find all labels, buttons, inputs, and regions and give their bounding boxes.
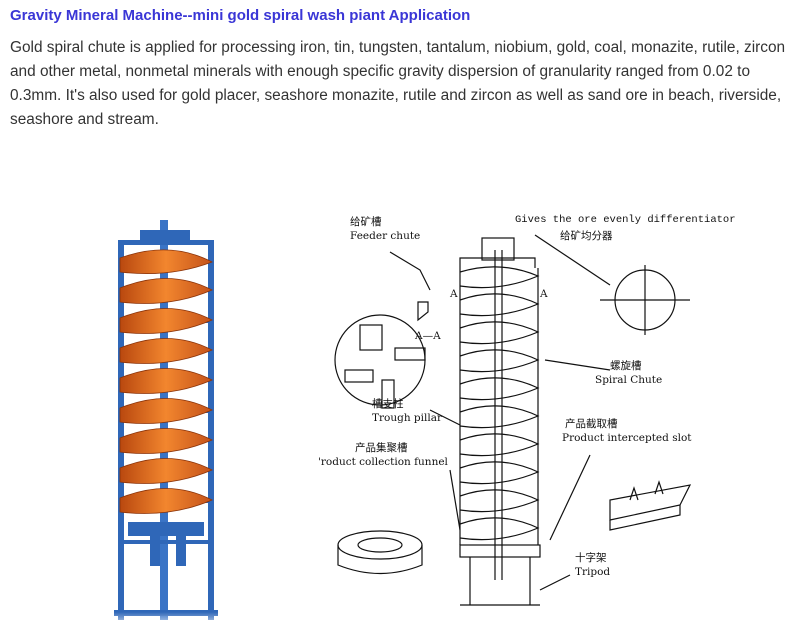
trough-pillar-label-en: Trough pillar <box>372 412 443 424</box>
collection-funnel-label-en: 'roduct collection funnel <box>318 456 448 468</box>
description-paragraph: Gold spiral chute is applied for process… <box>10 39 786 128</box>
diagram-drawing <box>334 234 692 606</box>
spiral-chute-photo <box>100 220 230 630</box>
intercepted-slot-label-en: Product intercepted slot <box>562 432 692 444</box>
intercepted-slot-label-cn: 产品截取槽 <box>565 418 618 430</box>
tripod-label-cn: 十字架 <box>575 552 607 564</box>
spiral-chute-diagram: 给矿槽 Feeder chute Gives the ore evenly di… <box>310 210 736 610</box>
trough-pillar-label-cn: 槽支柱 <box>372 398 404 410</box>
section-aa-label: A—A <box>415 330 441 342</box>
collection-funnel-label-cn: 产品集聚槽 <box>355 442 408 454</box>
differentiator-label-en: Gives the ore evenly differentiator <box>515 214 736 226</box>
a-left-label: A <box>450 288 458 300</box>
tripod-label-en: Tripod <box>575 566 611 578</box>
feeder-chute-label-en: Feeder chute <box>350 230 421 242</box>
spiral-chute-label-cn: 螺旋槽 <box>610 360 642 372</box>
differentiator-label-cn: 给矿均分器 <box>560 230 613 242</box>
feeder-chute-label-cn: 给矿槽 <box>350 216 382 228</box>
spiral-chute-label-en: Spiral Chute <box>595 374 663 386</box>
product-figure: 给矿槽 Feeder chute Gives the ore evenly di… <box>0 190 804 634</box>
section-heading: Gravity Mineral Machine--mini gold spira… <box>10 7 471 24</box>
a-right-label: A <box>540 288 548 300</box>
